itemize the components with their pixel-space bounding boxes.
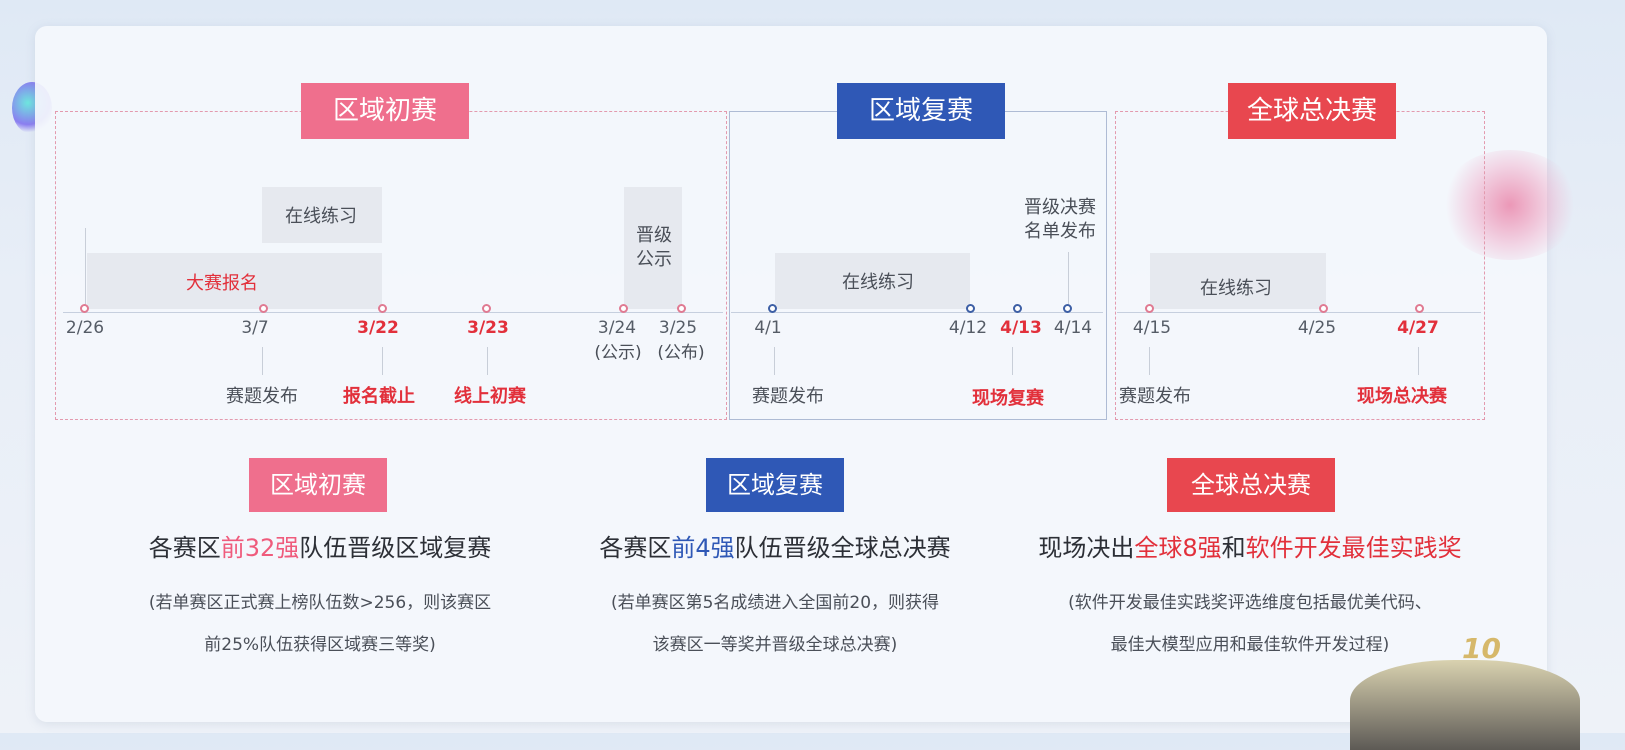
tick-line <box>1012 347 1013 375</box>
date-label: 4/15 <box>1132 318 1172 338</box>
event-label-highlight: 线上初赛 <box>454 386 526 407</box>
date-note: (公示) <box>594 343 642 363</box>
timeline-point <box>1063 304 1072 313</box>
date-label: 4/25 <box>1297 318 1337 338</box>
bar-online-practice-2-label: 在线练习 <box>842 272 914 293</box>
stage-tag-final: 全球总决赛 <box>1228 83 1396 139</box>
summary-note: 该赛区一等奖并晋级全球总决赛) <box>652 635 898 655</box>
tick-line <box>774 347 775 375</box>
tick-line <box>85 228 86 309</box>
summary-emphasis: 前32强 <box>220 534 300 562</box>
tick-line <box>262 347 263 375</box>
timeline-point <box>1319 304 1328 313</box>
date-label: 3/7 <box>241 318 269 338</box>
timeline-point <box>1145 304 1154 313</box>
timeline-point <box>378 304 387 313</box>
timeline-point <box>1415 304 1424 313</box>
timeline-point <box>1013 304 1022 313</box>
summary-emphasis: 全球8强 <box>1134 534 1222 562</box>
bar-release-label: 晋级决赛名单发布 <box>1024 197 1096 242</box>
event-label: 赛题发布 <box>226 386 298 407</box>
timeline-axis-3 <box>1117 312 1481 313</box>
tick-line <box>487 347 488 375</box>
date-label: 3/25 <box>658 318 698 338</box>
bar-online-practice-1-label: 在线练习 <box>285 206 357 227</box>
stage-tag-preliminary: 区域初赛 <box>301 83 469 139</box>
summary-text: 队伍晋级区域复赛 <box>299 534 492 562</box>
timeline-point <box>768 304 777 313</box>
summary-emphasis: 软件开发最佳实践奖 <box>1245 534 1462 562</box>
timeline-axis-1 <box>63 312 723 313</box>
summary-final: 现场决出全球8强和软件开发最佳实践奖 <box>1020 528 1480 563</box>
tick-line <box>1149 347 1150 375</box>
main-card <box>35 26 1547 722</box>
bar-announce-label: 晋级公示 <box>636 225 672 270</box>
event-label-highlight: 报名截止 <box>343 386 415 407</box>
summary-note: (若单赛区正式赛上榜队伍数>256，则该赛区 <box>148 593 492 613</box>
summary-semifinal: 各赛区前4强队伍晋级全球总决赛 <box>560 528 990 563</box>
event-label-highlight: 现场总决赛 <box>1357 386 1447 407</box>
anniversary-badge: 10 <box>1462 632 1501 665</box>
bar-online-practice-1 <box>262 187 382 243</box>
bar-online-practice-2 <box>775 253 970 309</box>
summary-note: 前25%队伍获得区域赛三等奖) <box>204 635 436 655</box>
date-label-highlight: 3/22 <box>357 318 399 338</box>
summary-text: 现场决出 <box>1038 534 1135 562</box>
event-label: 赛题发布 <box>752 386 824 407</box>
timeline-point <box>966 304 975 313</box>
tick-line <box>382 347 383 375</box>
timeline-point <box>259 304 268 313</box>
date-note: (公布) <box>657 343 705 363</box>
date-label-highlight: 4/27 <box>1397 318 1439 338</box>
event-label-highlight: 现场复赛 <box>972 388 1044 409</box>
summary-text: 和 <box>1221 534 1246 562</box>
timeline-point <box>80 304 89 313</box>
date-label: 3/24 <box>597 318 637 338</box>
summary-tag-semifinal: 区域复赛 <box>706 458 844 512</box>
tick-line <box>1068 252 1069 309</box>
summary-text: 各赛区 <box>599 534 672 562</box>
summary-note: (软件开发最佳实践奖评选维度包括最优美代码、 <box>1068 593 1432 613</box>
date-label: 2/26 <box>65 318 105 338</box>
decorative-orb-right <box>1440 150 1580 260</box>
summary-note: 最佳大模型应用和最佳软件开发过程) <box>1110 635 1390 655</box>
summary-note: (若单赛区第5名成绩进入全国前20，则获得 <box>610 593 940 613</box>
summary-preliminary: 各赛区前32强队伍晋级区域复赛 <box>100 528 540 563</box>
stage-tag-semifinal: 区域复赛 <box>837 83 1005 139</box>
bar-online-practice-3 <box>1150 253 1326 309</box>
timeline-point <box>482 304 491 313</box>
bar-online-practice-3-label: 在线练习 <box>1200 278 1272 299</box>
summary-tag-final: 全球总决赛 <box>1167 458 1335 512</box>
summary-text: 各赛区 <box>148 534 221 562</box>
date-label: 4/14 <box>1053 318 1093 338</box>
bar-signup-label: 大赛报名 <box>186 273 258 294</box>
timeline-point <box>619 304 628 313</box>
trophy-decoration <box>1350 660 1580 750</box>
date-label: 4/12 <box>948 318 988 338</box>
bar-announce <box>624 187 682 309</box>
bar-signup <box>87 253 382 309</box>
date-label: 4/1 <box>754 318 782 338</box>
tick-line <box>1418 347 1419 375</box>
event-label: 赛题发布 <box>1119 386 1191 407</box>
summary-tag-preliminary: 区域初赛 <box>249 458 387 512</box>
timeline-point <box>677 304 686 313</box>
date-label-highlight: 3/23 <box>467 318 509 338</box>
summary-emphasis: 前4强 <box>671 534 735 562</box>
date-label-highlight: 4/13 <box>1000 318 1042 338</box>
summary-text: 队伍晋级全球总决赛 <box>734 534 951 562</box>
timeline-axis-2 <box>731 312 1103 313</box>
